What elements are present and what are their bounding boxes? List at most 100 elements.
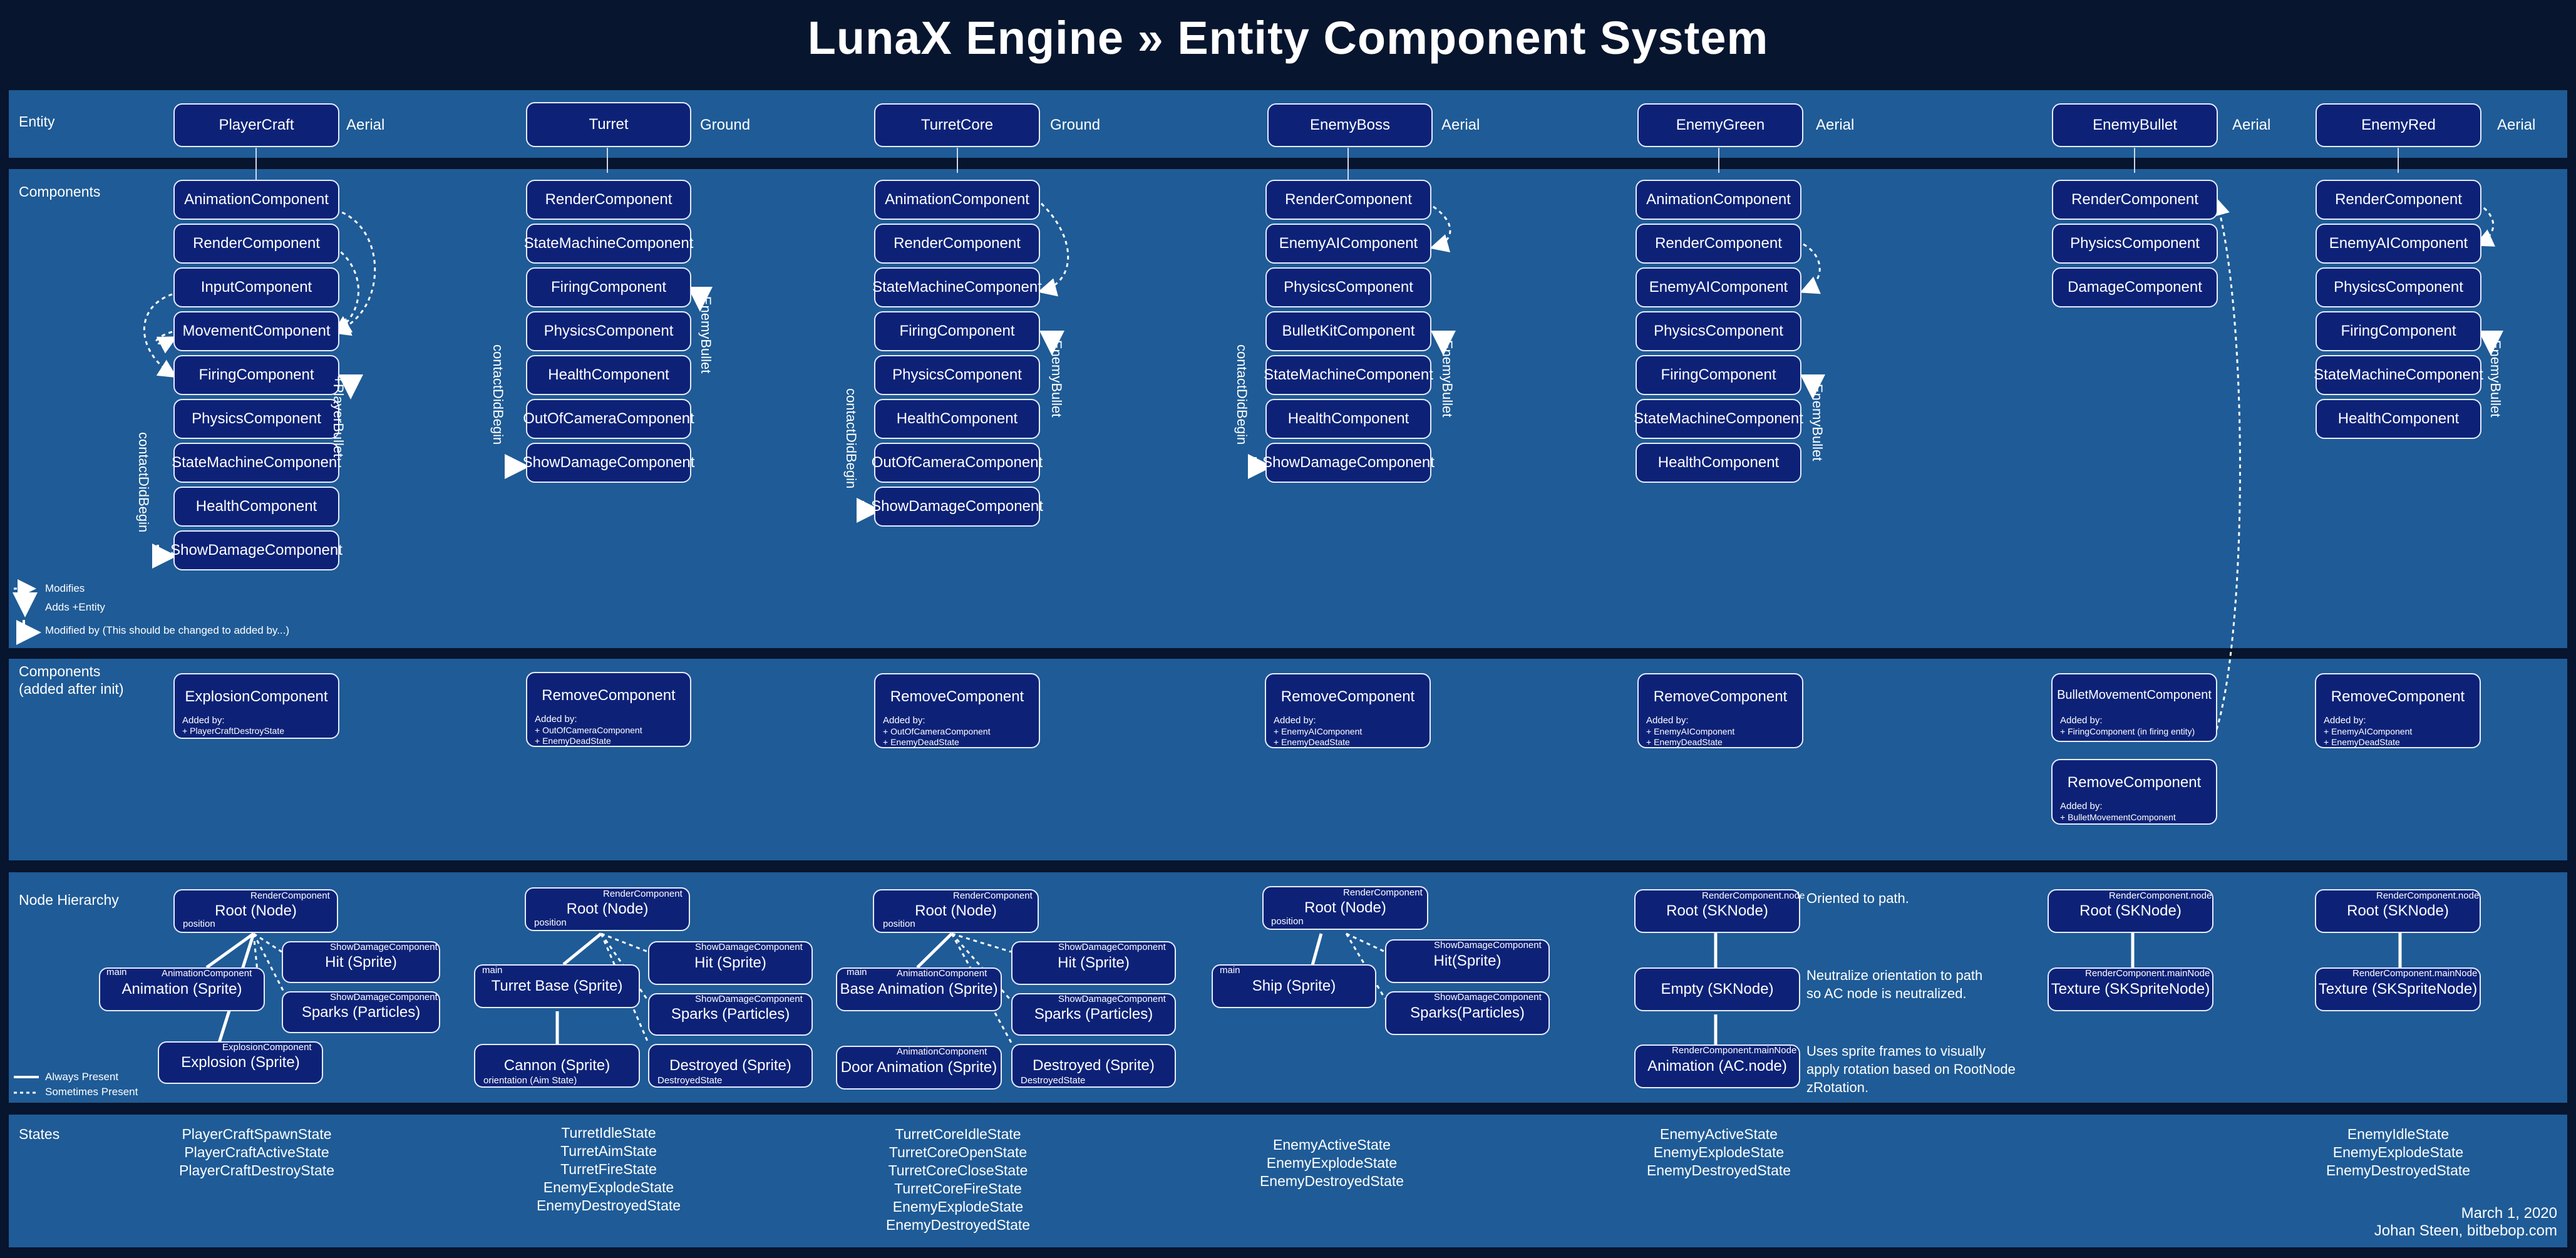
node-green-anim-note-2: apply rotation based on RootNode — [1806, 1061, 2016, 1077]
component-damage-enemybullet[interactable]: DamageComponent — [2052, 267, 2218, 307]
node-green-empty[interactable]: Empty (SKNode) — [1634, 967, 1800, 1011]
entity-turretcore[interactable]: TurretCore — [874, 103, 1040, 147]
node-core-root[interactable]: Root (Node) — [873, 889, 1039, 933]
component-animation-playercraft[interactable]: AnimationComponent — [173, 180, 339, 220]
component-render-enemybullet[interactable]: RenderComponent — [2052, 180, 2218, 220]
component-showdamage-playercraft[interactable]: ShowDamageComponent — [170, 530, 343, 570]
component-statemachine-playercraft[interactable]: StateMachineComponent — [172, 443, 341, 483]
component-enemyai-enemyboss[interactable]: EnemyAIComponent — [1265, 224, 1431, 264]
component-physics-enemyred[interactable]: PhysicsComponent — [2316, 267, 2481, 307]
label-contact-turret: contactDidBegin — [490, 344, 506, 445]
component-firing-turret[interactable]: FiringComponent — [526, 267, 691, 307]
component-firing-playercraft[interactable]: FiringComponent — [173, 355, 339, 395]
entity-enemygreen[interactable]: EnemyGreen — [1637, 103, 1803, 147]
node-player-hit[interactable]: Hit (Sprite) — [282, 941, 440, 983]
added-remove-component-turret[interactable]: RemoveComponent Added by: + OutOfCameraC… — [526, 672, 691, 747]
component-health-enemyboss[interactable]: HealthComponent — [1265, 399, 1431, 439]
entity-playercraft[interactable]: PlayerCraft — [173, 103, 339, 147]
node-green-root[interactable]: Root (SKNode) — [1634, 889, 1800, 933]
component-outofcamera-turret[interactable]: OutOfCameraComponent — [523, 399, 694, 439]
component-enemyai-enemyred[interactable]: EnemyAIComponent — [2316, 224, 2481, 264]
added-remove-component-boss[interactable]: RemoveComponent Added by: + EnemyAICompo… — [1265, 673, 1431, 748]
component-render-playercraft[interactable]: RenderComponent — [173, 224, 339, 264]
added-remove-component-bullet[interactable]: RemoveComponent Added by: + BulletMoveme… — [2051, 759, 2217, 825]
node-boss-root[interactable]: Root (Node) — [1262, 886, 1428, 930]
node-core-door-animation[interactable]: Door Animation (Sprite) — [836, 1046, 1002, 1090]
component-render-enemygreen[interactable]: RenderComponent — [1636, 224, 1801, 264]
component-firing-enemyred[interactable]: FiringComponent — [2316, 311, 2481, 351]
node-green-animation[interactable]: Animation (AC.node) — [1634, 1044, 1800, 1088]
node-boss-sparks[interactable]: Sparks(Particles) — [1385, 991, 1550, 1035]
node-red-texture-tag: RenderComponent.mainNode — [2352, 968, 2478, 979]
node-bullet-texture[interactable]: Texture (SKSpriteNode) — [2048, 967, 2213, 1011]
node-player-explosion[interactable]: Explosion (Sprite) — [158, 1041, 323, 1084]
component-physics-enemybullet[interactable]: PhysicsComponent — [2052, 224, 2218, 264]
legend-adds: Adds +Entity — [45, 601, 105, 613]
component-firing-enemygreen[interactable]: FiringComponent — [1636, 355, 1801, 395]
component-health-turret[interactable]: HealthComponent — [526, 355, 691, 395]
entity-enemyred[interactable]: EnemyRed — [2316, 103, 2481, 147]
node-core-sparks[interactable]: Sparks (Particles) — [1011, 993, 1176, 1036]
legend-modified-by: Modified by (This should be changed to a… — [45, 624, 289, 636]
entity-enemyboss[interactable]: EnemyBoss — [1267, 103, 1433, 147]
component-health-playercraft[interactable]: HealthComponent — [173, 487, 339, 527]
component-physics-turret[interactable]: PhysicsComponent — [526, 311, 691, 351]
node-red-root[interactable]: Root (SKNode) — [2315, 889, 2481, 933]
component-enemyai-enemygreen[interactable]: EnemyAIComponent — [1636, 267, 1801, 307]
node-player-sparks[interactable]: Sparks (Particles) — [282, 991, 440, 1033]
component-physics-turretcore[interactable]: PhysicsComponent — [874, 355, 1040, 395]
component-physics-playercraft[interactable]: PhysicsComponent — [173, 399, 339, 439]
component-showdamage-turretcore[interactable]: ShowDamageComponent — [871, 487, 1043, 527]
entity-turret[interactable]: Turret — [526, 102, 691, 147]
component-health-enemygreen[interactable]: HealthComponent — [1636, 443, 1801, 483]
component-firing-turretcore[interactable]: FiringComponent — [874, 311, 1040, 351]
component-render-turretcore[interactable]: RenderComponent — [874, 224, 1040, 264]
added-remove-component-red[interactable]: RemoveComponent Added by: + EnemyAICompo… — [2315, 673, 2481, 748]
component-statemachine-turret[interactable]: StateMachineComponent — [524, 224, 693, 264]
node-core-base-tag: AnimationComponent — [897, 968, 987, 979]
node-player-root-sub: position — [183, 919, 215, 929]
node-player-root[interactable]: Root (Node) — [173, 889, 338, 933]
node-core-base-animation[interactable]: Base Animation (Sprite) — [836, 967, 1002, 1011]
component-animation-enemygreen[interactable]: AnimationComponent — [1636, 180, 1801, 220]
component-render-enemyred[interactable]: RenderComponent — [2316, 180, 2481, 220]
node-turret-cannon[interactable]: Cannon (Sprite) — [474, 1044, 640, 1088]
node-turret-base[interactable]: Turret Base (Sprite) — [474, 964, 640, 1008]
component-statemachine-turretcore[interactable]: StateMachineComponent — [872, 267, 1042, 307]
component-showdamage-turret[interactable]: ShowDamageComponent — [523, 443, 694, 483]
component-animation-turretcore[interactable]: AnimationComponent — [874, 180, 1040, 220]
component-showdamage-enemyboss[interactable]: ShowDamageComponent — [1262, 443, 1435, 483]
component-outofcamera-turretcore[interactable]: OutOfCameraComponent — [872, 443, 1043, 483]
node-core-hit[interactable]: Hit (Sprite) — [1011, 941, 1176, 985]
node-turret-root[interactable]: Root (Node) — [525, 887, 690, 931]
node-core-destroyed[interactable]: Destroyed (Sprite) — [1011, 1044, 1176, 1088]
node-player-animation[interactable]: Animation (Sprite) — [99, 967, 265, 1011]
node-turret-destroyed[interactable]: Destroyed (Sprite) — [648, 1044, 813, 1088]
component-input-playercraft[interactable]: InputComponent — [173, 267, 339, 307]
node-turret-sparks[interactable]: Sparks (Particles) — [648, 993, 813, 1036]
component-physics-enemygreen[interactable]: PhysicsComponent — [1636, 311, 1801, 351]
entity-enemybullet[interactable]: EnemyBullet — [2052, 103, 2218, 147]
component-health-enemyred[interactable]: HealthComponent — [2316, 399, 2481, 439]
node-bullet-root[interactable]: Root (SKNode) — [2048, 889, 2213, 933]
entity-type-enemybullet: Aerial — [2232, 116, 2271, 133]
component-render-turret[interactable]: RenderComponent — [526, 180, 691, 220]
added-remove-component-green[interactable]: RemoveComponent Added by: + EnemyAICompo… — [1637, 673, 1803, 748]
component-bulletkit-enemyboss[interactable]: BulletKitComponent — [1265, 311, 1431, 351]
component-statemachine-enemyred[interactable]: StateMachineComponent — [2314, 355, 2483, 395]
added-explosion-component[interactable]: ExplosionComponent Added by: + PlayerCra… — [173, 673, 339, 739]
node-boss-ship[interactable]: Ship (Sprite) — [1212, 964, 1376, 1008]
component-movement-playercraft[interactable]: MovementComponent — [173, 311, 339, 351]
node-boss-sparks-tag: ShowDamageComponent — [1434, 992, 1542, 1003]
component-statemachine-enemyboss[interactable]: StateMachineComponent — [1264, 355, 1433, 395]
node-red-texture[interactable]: Texture (SKSpriteNode) — [2315, 967, 2481, 1011]
component-physics-enemyboss[interactable]: PhysicsComponent — [1265, 267, 1431, 307]
node-turret-hit[interactable]: Hit (Sprite) — [648, 941, 813, 985]
added-remove-component-core[interactable]: RemoveComponent Added by: + OutOfCameraC… — [874, 673, 1040, 748]
added-bullet-movement-component[interactable]: BulletMovementComponent Added by: + Firi… — [2051, 673, 2217, 742]
component-render-enemyboss[interactable]: RenderComponent — [1265, 180, 1431, 220]
component-statemachine-enemygreen[interactable]: StateMachineComponent — [1634, 399, 1803, 439]
node-boss-hit[interactable]: Hit(Sprite) — [1385, 939, 1550, 983]
component-health-turretcore[interactable]: HealthComponent — [874, 399, 1040, 439]
